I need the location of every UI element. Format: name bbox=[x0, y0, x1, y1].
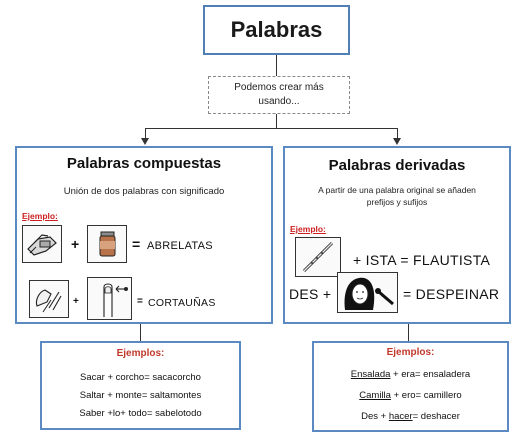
arrow-left-icon bbox=[141, 138, 149, 145]
derivadas-example-3-pre: Des + bbox=[361, 411, 389, 422]
comb-hair-pictogram-icon bbox=[337, 272, 398, 313]
title-box: Palabras bbox=[203, 5, 350, 55]
panel-compuestas: Palabras compuestas Unión de dos palabra… bbox=[15, 146, 273, 324]
panel-derivadas: Palabras derivadas A partir de una palab… bbox=[283, 146, 511, 324]
fingernail-pictogram-icon bbox=[87, 277, 132, 320]
connector-sub bbox=[276, 114, 277, 129]
compuestas-plus-2: + bbox=[73, 296, 79, 307]
derivadas-example-3-rest: = deshacer bbox=[412, 411, 460, 422]
subtitle-box: Podemos crear más usando... bbox=[208, 76, 350, 114]
derivadas-row-2-prefix: DES + bbox=[289, 286, 332, 302]
compuestas-plus-1: + bbox=[71, 236, 80, 252]
page-title: Palabras bbox=[230, 17, 323, 42]
derivadas-example-1: Ensalada + era= ensaladera bbox=[314, 369, 507, 380]
compuestas-description: Unión de dos palabras con significado bbox=[63, 186, 225, 197]
compuestas-result-2: CORTAUÑAS bbox=[148, 297, 216, 309]
subtitle-line-1: Podemos crear más bbox=[234, 82, 324, 93]
compuestas-example-3: Saber +lo+ todo= sabelotodo bbox=[79, 408, 202, 419]
derivadas-examples-box: Ejemplos: Ensalada + era= ensaladera Cam… bbox=[312, 341, 509, 432]
connector-right bbox=[397, 128, 398, 139]
connector-left bbox=[145, 128, 146, 139]
compuestas-equals-1: = bbox=[132, 236, 141, 252]
connector-right-examples bbox=[408, 324, 409, 341]
can-opener-pictogram-icon bbox=[22, 225, 62, 263]
compuestas-result-1: ABRELATAS bbox=[147, 240, 213, 252]
arrow-right-icon bbox=[393, 138, 401, 145]
derivadas-description-2: prefijos y sufijos bbox=[366, 197, 428, 207]
compuestas-equals-2: = bbox=[137, 296, 143, 307]
compuestas-title: Palabras compuestas bbox=[66, 155, 222, 172]
derivadas-example-1-rest: + era= ensaladera bbox=[390, 369, 471, 380]
derivadas-example-2-base: Camilla bbox=[359, 390, 391, 401]
subtitle-line-2: usando... bbox=[258, 96, 300, 107]
derivadas-examples-title: Ejemplos: bbox=[386, 347, 435, 358]
derivadas-example-3: Des + hacer= deshacer bbox=[314, 411, 507, 422]
derivadas-ejemplo-label: Ejemplo: bbox=[290, 224, 326, 234]
derivadas-example-1-base: Ensalada bbox=[350, 369, 391, 380]
can-pictogram-icon bbox=[87, 225, 127, 263]
compuestas-example-2: Saltar + monte= saltamontes bbox=[79, 390, 202, 401]
derivadas-example-3-base: hacer bbox=[388, 411, 413, 422]
scissors-hands-pictogram-icon bbox=[29, 280, 69, 318]
compuestas-ejemplo-label: Ejemplo: bbox=[22, 211, 58, 221]
connector-title bbox=[276, 55, 277, 76]
derivadas-description-1: A partir de una palabra original se añad… bbox=[318, 185, 476, 195]
compuestas-examples-title: Ejemplos: bbox=[116, 348, 165, 359]
compuestas-examples-box: Ejemplos: Sacar + corcho= sacacorcho Sal… bbox=[40, 341, 241, 430]
connector-horizontal bbox=[145, 128, 398, 129]
flute-pictogram-icon bbox=[295, 237, 341, 277]
derivadas-example-2: Camilla + ero= camillero bbox=[314, 390, 507, 401]
derivadas-example-2-rest: + ero= camillero bbox=[390, 390, 462, 401]
derivadas-row-2-suffix: = DESPEINAR bbox=[403, 286, 500, 302]
connector-left-examples bbox=[140, 324, 141, 341]
derivadas-title: Palabras derivadas bbox=[328, 157, 466, 174]
derivadas-row-1: + ISTA = FLAUTISTA bbox=[353, 252, 491, 268]
compuestas-example-1: Sacar + corcho= sacacorcho bbox=[80, 372, 201, 383]
